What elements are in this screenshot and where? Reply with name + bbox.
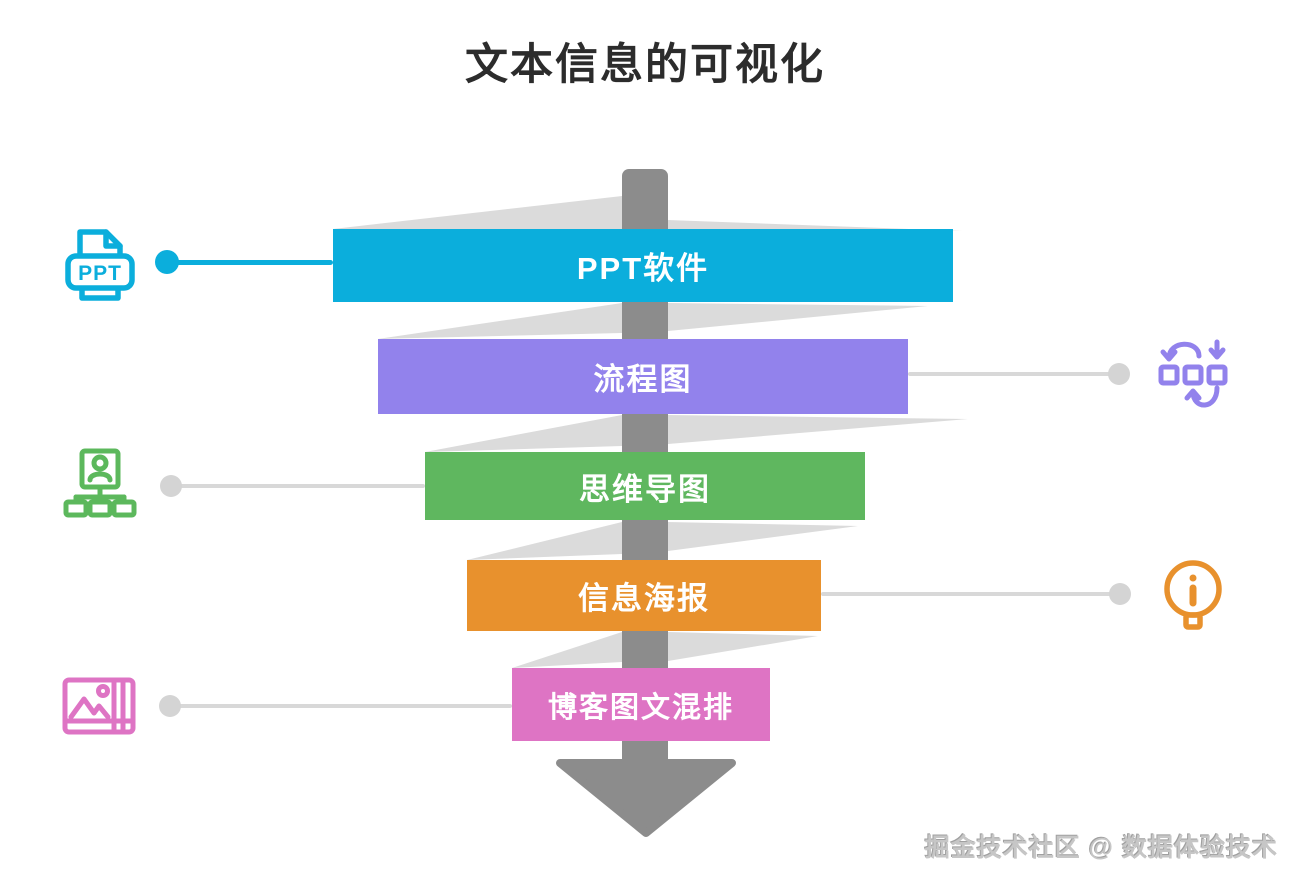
connector-dot-flowchart [1108, 363, 1130, 385]
connector-line-ppt [167, 260, 333, 265]
funnel-bar-label: 思维导图 [579, 471, 711, 507]
watermark-text: 掘金技术社区 @ 数据体验技术 [924, 834, 1278, 862]
connector-dot-poster [1109, 583, 1131, 605]
connector-line-blog [170, 704, 512, 708]
funnel-bar-mindmap: 思维导图 [425, 452, 865, 520]
funnel-bar-blog: 博客图文混排 [512, 668, 770, 741]
funnel-bar-label: 博客图文混排 [547, 691, 734, 724]
info-sign-icon [1164, 560, 1222, 630]
funnel-ribbon-folds [333, 196, 968, 668]
image-gallery-icon [62, 677, 136, 735]
funnel-bar-label: 信息海报 [578, 581, 710, 616]
connector-line-flowchart [908, 372, 1120, 376]
connector-dot-blog [159, 695, 181, 717]
connector-dot-mindmap [160, 475, 182, 497]
funnel-bar-ppt: PPT软件 [333, 229, 953, 302]
page-title: 文本信息的可视化 [465, 41, 825, 89]
org-chart-icon [63, 448, 137, 518]
flowchart-icon [1158, 339, 1228, 408]
funnel-bar-label: 流程图 [593, 362, 693, 397]
connector-line-mindmap [171, 484, 425, 488]
funnel-bar-flowchart: 流程图 [378, 339, 908, 414]
central-arrow-head [556, 759, 736, 837]
connector-dot-ppt [155, 250, 179, 274]
ppt-icon-label: PPT [78, 262, 122, 285]
ppt-file-icon: PPT [65, 229, 135, 301]
funnel-bar-poster: 信息海报 [467, 560, 821, 631]
connector-line-poster [821, 592, 1121, 596]
funnel-bar-label: PPT软件 [576, 251, 710, 286]
